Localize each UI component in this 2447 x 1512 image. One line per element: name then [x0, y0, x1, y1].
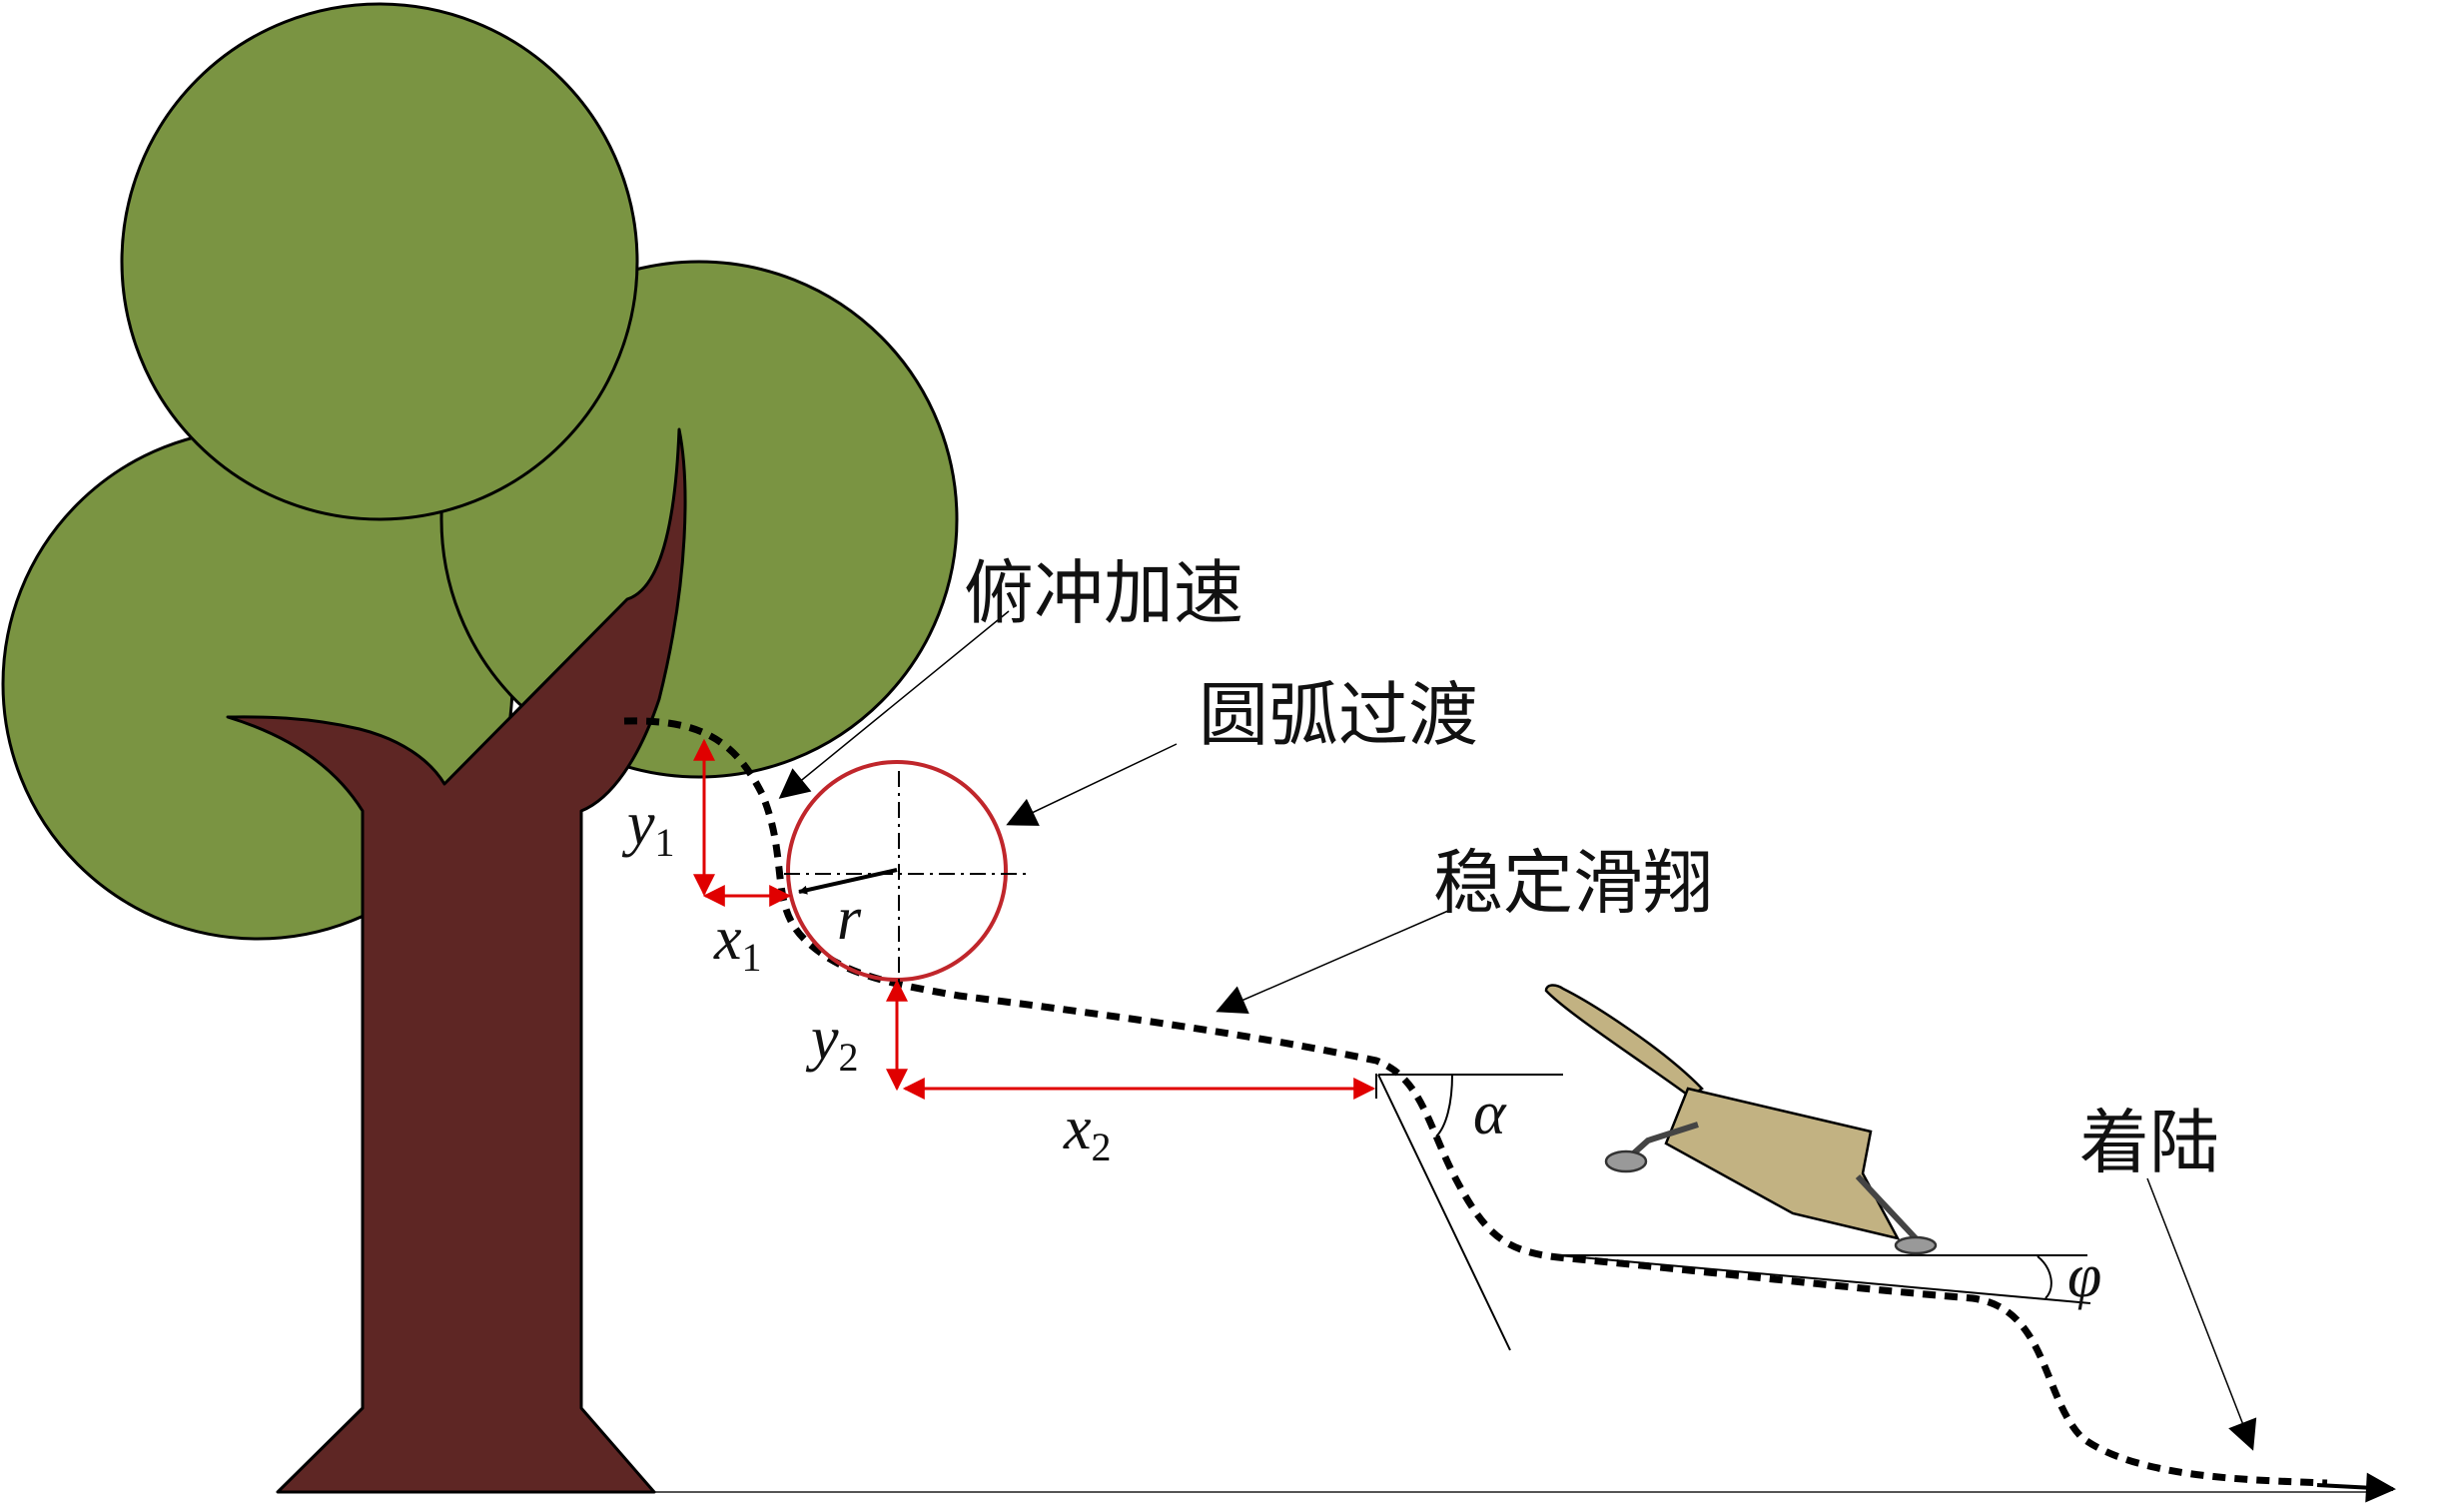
label-y1: y1: [621, 790, 675, 865]
label-dive-accel: 俯冲加速: [964, 552, 1243, 634]
label-r: r: [837, 885, 862, 953]
label-stable-glide: 稳定滑翔: [1433, 842, 1713, 924]
glider-icon: [1544, 984, 1938, 1255]
label-phi: φ: [2067, 1242, 2101, 1310]
label-alpha: α: [1473, 1080, 1507, 1147]
phi-angle: [1556, 1254, 2091, 1304]
trajectory-end-arrow: [2316, 1472, 2396, 1503]
glide-trajectory: [623, 717, 2328, 1487]
label-arc-transition: 圆弧过渡: [1199, 674, 1478, 756]
tree-icon: [1, 2, 959, 1494]
label-x2: x2: [1063, 1095, 1112, 1169]
label-x1: x1: [713, 905, 762, 980]
label-y2: y2: [805, 1005, 859, 1080]
alpha-angle: [1375, 1074, 1563, 1351]
radius-line: [798, 868, 898, 895]
arc-transition-circle: [784, 760, 1027, 984]
label-landing: 着陆: [2079, 1102, 2219, 1183]
canopy-top: [120, 2, 639, 521]
tree-trunk: [226, 427, 687, 1494]
dimension-arrows: [693, 738, 1376, 1100]
leader-lines: [778, 610, 2257, 1451]
